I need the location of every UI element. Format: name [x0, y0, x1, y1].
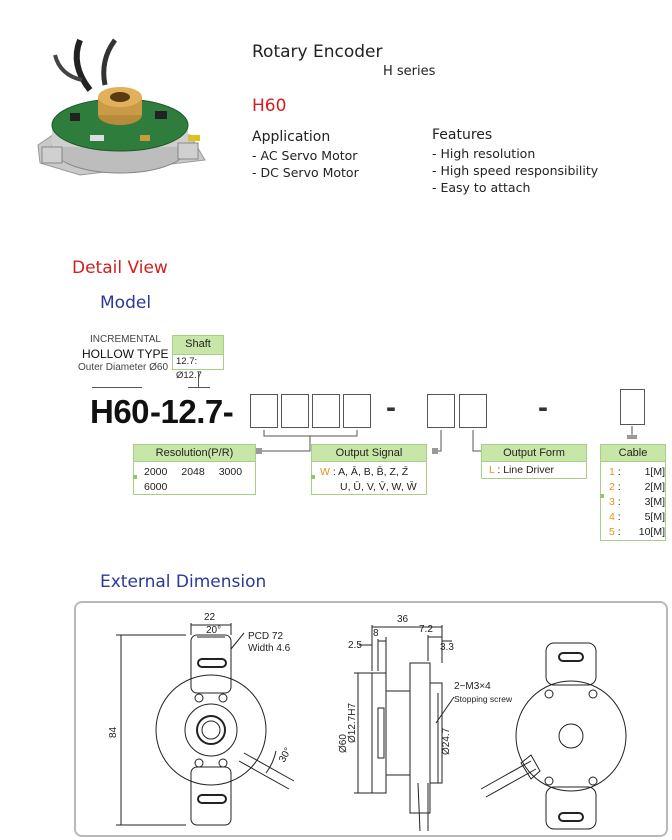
resolution-digit-box	[250, 394, 278, 428]
bullet-marker	[133, 475, 137, 479]
product-title: Rotary Encoder	[252, 42, 383, 62]
bullet-marker	[311, 475, 315, 479]
product-series: H series	[383, 64, 436, 79]
model-connectors	[256, 426, 637, 454]
dim-3-3: 3.3	[440, 642, 454, 653]
output-form-code: L	[489, 464, 495, 476]
connector-line	[188, 387, 210, 388]
cable-code: 4	[609, 511, 615, 523]
dim-7-2: 7.2	[419, 624, 433, 635]
dim-screw: 2−M3×4	[454, 681, 491, 692]
cable-code: 3	[609, 496, 615, 508]
cable-value: 3[M]	[644, 496, 665, 508]
dim-phi60: Ø60	[338, 734, 349, 753]
output-signal-header: Output Signal	[311, 444, 427, 462]
dim-2-5: 2.5	[348, 640, 362, 651]
resolution-header: Resolution(P/R)	[133, 444, 256, 462]
dim-width: Width 4.6	[248, 643, 291, 654]
dim-8: 8	[373, 628, 379, 639]
dim-20deg: 20°	[206, 625, 221, 636]
cable-value: 10[M]	[638, 526, 665, 538]
connector-line	[92, 387, 142, 388]
hollow-type-label: HOLLOW TYPE	[82, 347, 169, 361]
resolution-digit-box	[312, 394, 340, 428]
output-form-header: Output Form	[481, 444, 587, 462]
application-heading: Application	[252, 129, 331, 145]
feature-item: - High resolution	[432, 146, 536, 161]
application-item: - DC Servo Motor	[252, 165, 359, 180]
bullet-marker	[600, 494, 604, 498]
application-item: - AC Servo Motor	[252, 148, 358, 163]
output-form-body: L : Line Driver	[481, 461, 587, 479]
product-model: H60	[252, 96, 287, 116]
dim-84: 84	[108, 726, 119, 738]
output-signal-line1: : A, Ā, B, B̄, Z, Z̄	[332, 466, 409, 478]
cable-length-row: 1 : 1[M]	[609, 466, 665, 478]
cable-code: 1	[609, 466, 615, 478]
dimension-drawing-frame: 22 20° PCD 72 Width 4.6 84 30° 36 2.5 8 …	[74, 601, 668, 837]
dim-30deg: 30°	[277, 746, 294, 765]
cable-length-row: 4 : 5[M]	[609, 511, 665, 523]
features-heading: Features	[432, 127, 493, 143]
model-title: Model	[100, 293, 152, 313]
cable-code: 5	[609, 526, 615, 538]
dim-36: 36	[397, 614, 409, 625]
dimension-drawing: 22 20° PCD 72 Width 4.6 84 30° 36 2.5 8 …	[108, 612, 627, 832]
output-form-box	[459, 394, 487, 428]
dim-phi12-7h7: Ø12.7H7	[347, 703, 358, 743]
code-dash: -	[386, 391, 396, 424]
cable-value: 2[M]	[644, 481, 665, 493]
dim-phi24-7: Ø24.7	[441, 727, 452, 755]
external-dimension-title: External Dimension	[100, 572, 267, 592]
connector-line	[198, 372, 199, 387]
dim-stopping-screw: Stopping screw	[454, 694, 513, 704]
code-prefix: H60	[90, 393, 150, 430]
output-signal-box	[427, 394, 455, 428]
output-signal-body: W : A, Ā, B, B̄, Z, Z̄ U, Ū, V, V̄, W, W…	[311, 461, 427, 495]
feature-item: - High speed responsibility	[432, 163, 599, 178]
encoder-product-photo	[20, 35, 220, 185]
code-dash: -	[538, 391, 548, 424]
dim-22: 22	[204, 612, 216, 623]
output-form-value: : Line Driver	[497, 464, 554, 476]
feature-item: - Easy to attach	[432, 180, 531, 195]
cable-code: 2	[609, 481, 615, 493]
resolution-digit-box	[281, 394, 309, 428]
output-signal-line2: U, Ū, V, V̄, W, W̄	[340, 481, 417, 493]
cable-value: 1[M]	[644, 466, 665, 478]
output-signal-code: W	[320, 466, 330, 478]
cable-length-body: 1 : 1[M] 2 : 2[M] 3 : 3[M] 4 : 5[M] 5 : …	[600, 461, 666, 541]
resolution-option: 6000	[144, 481, 168, 493]
incremental-label: INCREMENTAL	[90, 334, 161, 345]
outer-diameter-label: Outer Diameter Ø60	[78, 362, 169, 373]
resolution-digit-box	[343, 394, 371, 428]
cable-length-row: 5 : 10[M]	[609, 526, 665, 538]
cable-length-box	[620, 389, 645, 425]
shaft-size-value: 12.7: Ø12.7	[172, 354, 224, 381]
detail-view-title: Detail View	[72, 258, 168, 278]
dim-pcd: PCD 72	[248, 631, 283, 642]
cable-length-row: 3 : 3[M]	[609, 496, 665, 508]
resolution-option: 2048	[181, 466, 205, 478]
cable-length-row: 2 : 2[M]	[609, 481, 665, 493]
cable-value: 5[M]	[644, 511, 665, 523]
code-shaft: -12.7-	[150, 393, 234, 430]
resolution-option: 3000	[218, 466, 243, 478]
resolution-option: 2000	[144, 466, 168, 478]
resolution-body: 2000 2048 3000 6000	[133, 461, 256, 495]
